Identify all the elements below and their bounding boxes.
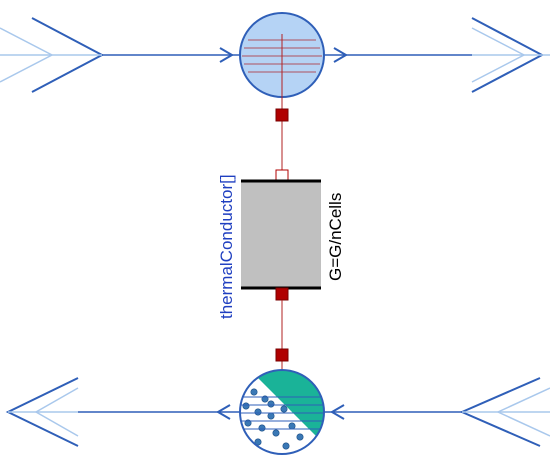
thermal-conductor-block[interactable] [241, 179, 321, 290]
top-flow-port-in[interactable] [0, 17, 105, 93]
lower-heat-port[interactable] [275, 348, 289, 362]
lower-volume[interactable] [239, 360, 340, 460]
bottom-flow-port-out[interactable] [5, 377, 79, 447]
bottom-flow-arrow-icon [330, 404, 345, 420]
parameter-label: G=G/nCells [326, 193, 345, 281]
bottom-flow-arrow-left-icon [216, 404, 231, 420]
top-flow-port-out[interactable] [471, 17, 550, 93]
bottom-flow-port-in[interactable] [459, 377, 550, 447]
instance-name-label: thermalConductor[] [217, 174, 236, 319]
top-flow-arrow-icon [219, 47, 234, 63]
top-flow-arrow-right-icon [333, 47, 348, 63]
upper-heat-port[interactable] [275, 108, 289, 122]
conductor-port-b[interactable] [275, 287, 289, 301]
